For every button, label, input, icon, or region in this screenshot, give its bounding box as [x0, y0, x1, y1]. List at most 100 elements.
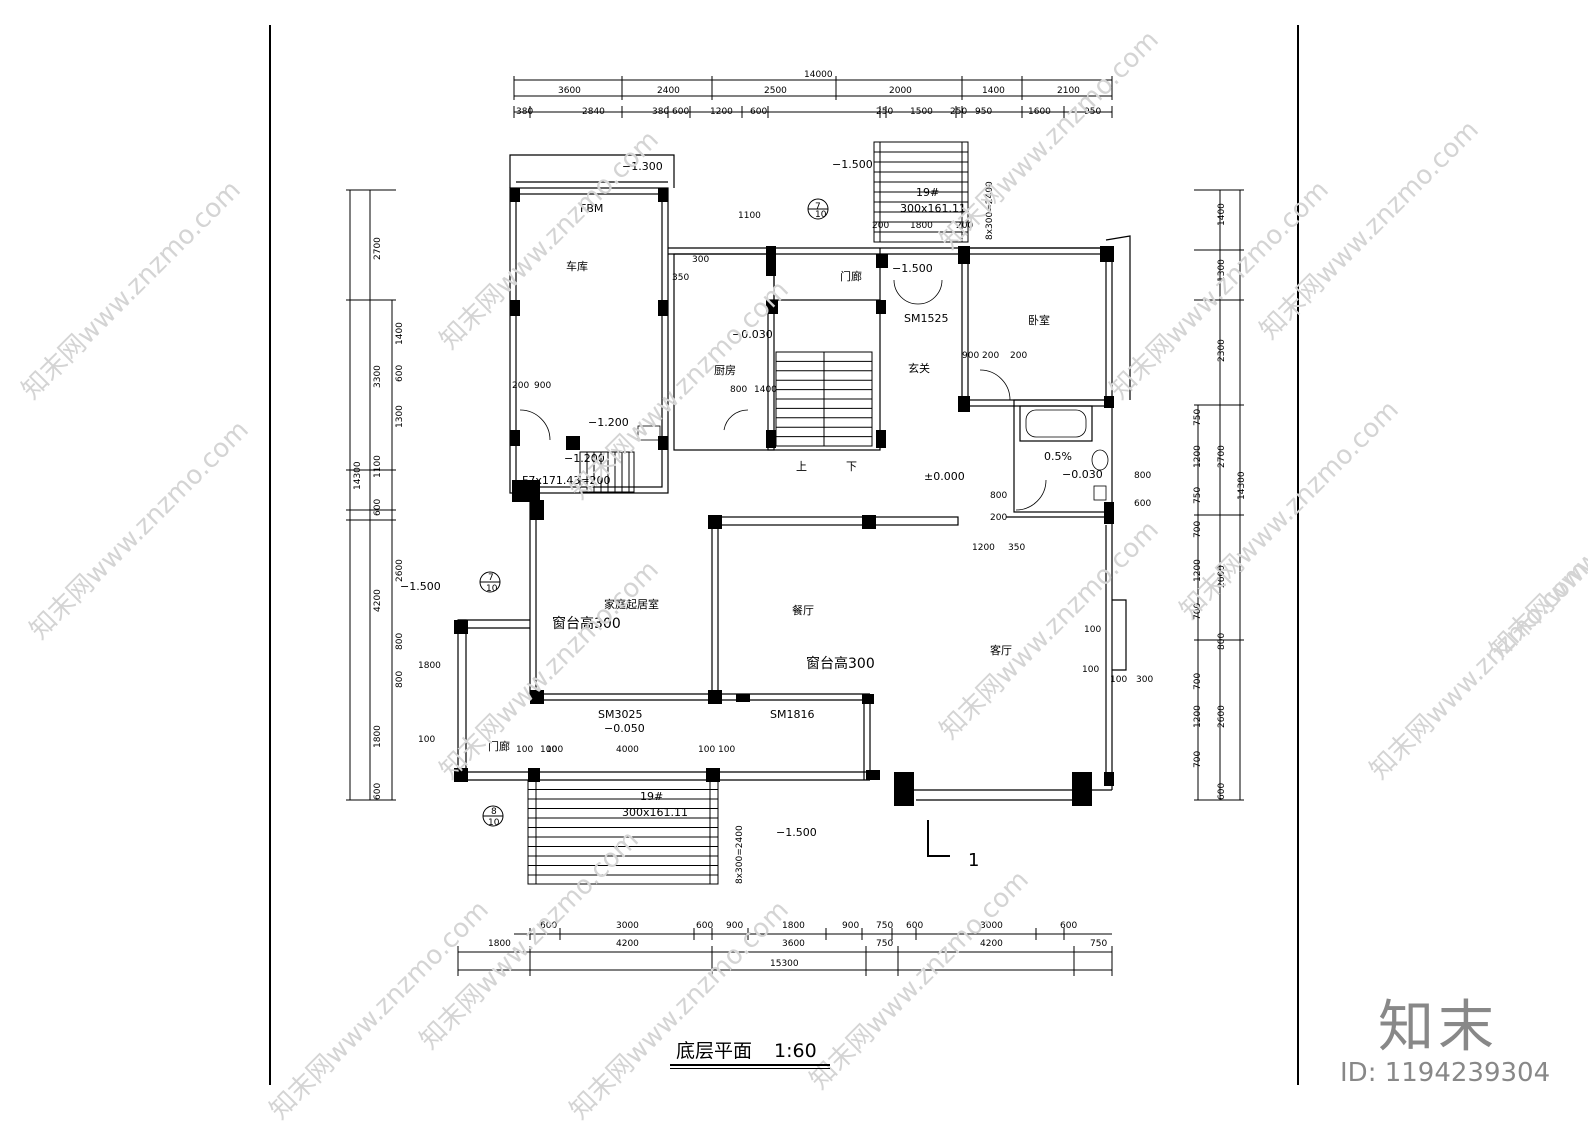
section-mark: 1 [968, 850, 979, 871]
room-living: 客厅 [990, 643, 1012, 657]
level-9: −1.500 [400, 580, 441, 593]
ref-num-b: 7 [488, 573, 494, 583]
title-underline [670, 1064, 830, 1069]
door-sm1816: SM1816 [770, 708, 814, 721]
dim-interior: 4000 [616, 745, 639, 755]
dim-left-row: 4200 [373, 589, 383, 612]
dim-bottom-row1: 600 [696, 921, 713, 931]
dim-right-inner: 1200 [1193, 559, 1203, 582]
level-10: −0.050 [604, 722, 645, 735]
dim-bottom-row2: 3600 [782, 939, 805, 949]
stairs [527, 141, 969, 885]
dim-bottom-row2: 750 [876, 939, 893, 949]
dim-left-inner: 1400 [395, 322, 405, 345]
dim-interior: 100 [718, 745, 735, 755]
dim-bottom-row2: 4200 [980, 939, 1003, 949]
dim-right-inner: 700 [1193, 603, 1203, 620]
slope-mark: 0.5% [1044, 450, 1072, 463]
dim-left-inner: 800 [395, 671, 405, 688]
dim-bottom-row1: 600 [540, 921, 557, 931]
ref-num-c: 8 [491, 807, 497, 817]
level-7: ±0.000 [924, 470, 965, 483]
stair-top-count: 19# [916, 186, 939, 199]
dim-top-row3: 1600 [1028, 107, 1051, 117]
room-bedroom: 卧室 [1028, 313, 1050, 327]
dim-top-row3: 600 [672, 107, 689, 117]
level-11: −1.500 [776, 826, 817, 839]
dim-bottom-row1: 900 [842, 921, 859, 931]
dim-right-row: 800 [1217, 633, 1227, 650]
dim-interior: 100 [698, 745, 715, 755]
dim-bottom-row1: 3000 [980, 921, 1003, 931]
dim-top-row3: 250 [950, 107, 967, 117]
dim-interior: 200 [956, 221, 973, 231]
dim-top-row2: 2500 [764, 86, 787, 96]
dim-interior: 900 [534, 381, 551, 391]
dim-interior: 100 [1082, 665, 1099, 675]
sill-height-a: 窗台高300 [552, 615, 621, 632]
dim-left-inner: 800 [395, 633, 405, 650]
dim-interior: 350 [1008, 543, 1025, 553]
dim-interior: 100 [1084, 625, 1101, 635]
dim-left-row: 3300 [373, 365, 383, 388]
room-porch: 门廊 [488, 739, 510, 753]
dim-interior: 100 [1110, 675, 1127, 685]
ref-den-a: 10 [815, 210, 827, 220]
dim-top-row3: 250 [876, 107, 893, 117]
dim-top-row2: 2100 [1057, 86, 1080, 96]
level-2: −1.500 [832, 158, 873, 171]
dim-left-inner: 2600 [395, 559, 405, 582]
dim-interior: 900 [962, 351, 979, 361]
dim-right-inner: 1200 [1193, 705, 1203, 728]
dim-left-row: 1800 [373, 725, 383, 748]
dim-interior: 1100 [738, 211, 761, 221]
dim-right-inner: 750 [1193, 409, 1203, 426]
dim-left-row: 1100 [373, 455, 383, 478]
level-4: −0.030 [732, 328, 773, 341]
dim-top-row3: 380 [516, 107, 533, 117]
dim-bottom-row1: 600 [1060, 921, 1077, 931]
dim-top-row2: 2000 [889, 86, 912, 96]
dim-right-inner: 700 [1193, 521, 1203, 538]
dim-right-row: 2700 [1217, 445, 1227, 468]
dim-left-total: 14300 [353, 461, 363, 490]
level-1: −1.300 [622, 160, 663, 173]
dim-interior: 1400 [754, 385, 777, 395]
dim-interior: 200 [982, 351, 999, 361]
drawing-name: 底层平面 [676, 1040, 753, 1062]
ref-den-c: 10 [488, 818, 500, 828]
dim-bottom-row1: 900 [726, 921, 743, 931]
dim-interior: 200 [512, 381, 529, 391]
dim-right-row: 2600 [1217, 705, 1227, 728]
door-sm3025: SM3025 [598, 708, 642, 721]
dim-right-inner: 1200 [1193, 445, 1203, 468]
stair-top-dim: 300x161.11 [900, 202, 966, 215]
dim-interior: 100 [418, 735, 435, 745]
level-5: −1.200 [588, 416, 629, 429]
room-family: 家庭起居室 [604, 597, 659, 611]
dim-interior: 100 [540, 745, 557, 755]
dim-interior: 800 [1134, 471, 1151, 481]
dim-top-row3: 1500 [910, 107, 933, 117]
dim-left-row: 2700 [373, 237, 383, 260]
dim-bottom-row2: 4200 [616, 939, 639, 949]
dim-right-row: 2600 [1217, 565, 1227, 588]
room-dining: 餐厅 [792, 603, 814, 617]
dim-right-inner: 700 [1193, 751, 1203, 768]
dim-right-row: 600 [1217, 783, 1227, 800]
dim-interior: 600 [1134, 499, 1151, 509]
dim-right-inner: 700 [1193, 673, 1203, 690]
dim-bottom-row2: 1800 [488, 939, 511, 949]
dim-top-row3: 1200 [710, 107, 733, 117]
dim-right-row: 1400 [1217, 203, 1227, 226]
dim-top-row2: 1400 [982, 86, 1005, 96]
dim-top-row3: 600 [750, 107, 767, 117]
dim-left-inner: 600 [395, 365, 405, 382]
sill-height-b: 窗台高300 [806, 655, 875, 672]
ref-circles [479, 198, 950, 857]
dim-left-inner: 1300 [395, 405, 405, 428]
room-foyer: 门廊 [840, 269, 862, 283]
dim-interior: 800 [990, 491, 1007, 501]
dim-bottom-row1: 1800 [782, 921, 805, 931]
